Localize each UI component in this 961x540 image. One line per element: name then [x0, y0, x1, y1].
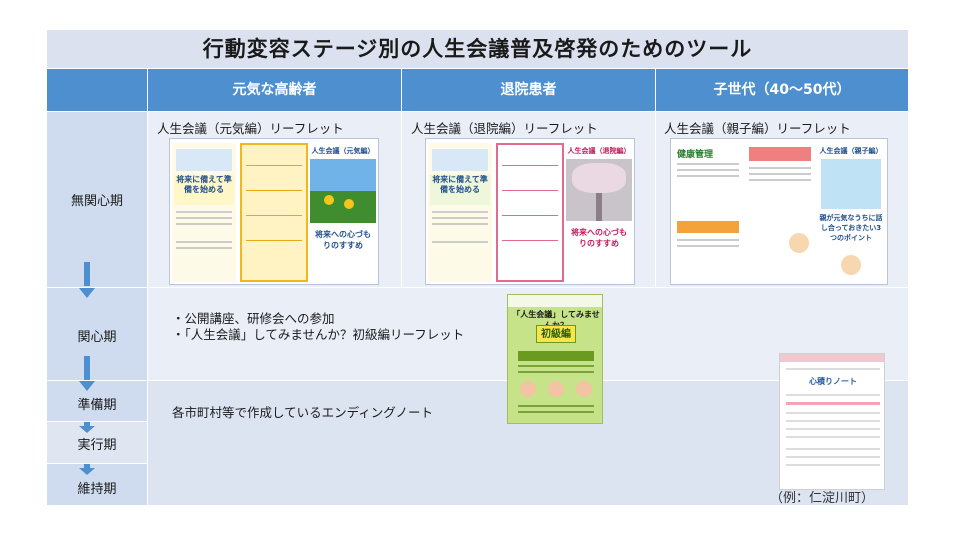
column-header-kosedai: 子世代（40～50代）	[656, 69, 908, 111]
kanshin-item: ・公開講座、研修会への参加	[172, 311, 335, 326]
ending-note-image[interactable]: 心積りノート	[779, 353, 885, 490]
down-arrow-icon	[84, 422, 90, 426]
leaflet-caption-genki: 人生会議（元気編）リーフレット	[157, 121, 344, 136]
leaflet-image-oyako[interactable]: 健康管理 人生会議（親子編） 親が元気なうちに話し合っておきたい3つのポイント	[670, 138, 888, 285]
ending-note-title: 心積りノート	[809, 377, 857, 386]
beginner-leaflet-image[interactable]: 「人生会議」してみませんか？ 初級編	[507, 294, 603, 424]
stage-junbi: 準備期	[47, 381, 147, 421]
stage-label: 実行期	[77, 438, 117, 453]
stage-kanshin: 関心期	[47, 288, 147, 380]
page-title: 行動変容ステージ別の人生会議普及啓発のためのツール	[47, 30, 908, 68]
kanshin-item: ・「人生会議」してみませんか？初級編リーフレット	[172, 327, 465, 342]
stage-mukanshin: 無関心期	[47, 112, 147, 287]
column-header-taiin: 退院患者	[402, 69, 655, 111]
stage-label: 無関心期	[70, 194, 123, 209]
stage-iji: 維持期	[47, 464, 147, 505]
stage-label: 準備期	[77, 398, 117, 413]
down-arrow-icon	[84, 464, 90, 468]
down-arrow-icon	[79, 381, 95, 391]
stage-jikko: 実行期	[47, 422, 147, 463]
leaflet-caption-taiin: 人生会議（退院編）リーフレット	[411, 121, 598, 136]
down-arrow-icon	[79, 426, 95, 433]
down-arrow-icon	[79, 288, 95, 298]
header-corner	[47, 69, 147, 111]
down-arrow-icon	[79, 468, 95, 475]
beginner-badge: 初級編	[536, 325, 576, 343]
stage-label: 維持期	[77, 482, 117, 497]
leaflet-caption-oyako: 人生会議（親子編）リーフレット	[664, 121, 851, 136]
leaflet-image-taiin[interactable]: 将来に備えて準備を始める 人生会議（退院編） 将来への心づもりのすすめ	[425, 138, 635, 285]
leaflet-image-genki[interactable]: 将来に備えて準備を始める 人生会議（元気編） 将来への心づもりのすすめ	[169, 138, 379, 285]
junbi-text: 各市町村等で作成しているエンディングノート	[172, 405, 434, 420]
ending-note-example-label: （例：仁淀川町）	[770, 491, 875, 506]
divider	[401, 112, 402, 287]
down-arrow-icon	[84, 356, 90, 380]
divider	[655, 112, 656, 287]
column-header-genki: 元気な高齢者	[148, 69, 401, 111]
down-arrow-icon	[84, 262, 90, 286]
stage-label: 関心期	[77, 330, 117, 345]
